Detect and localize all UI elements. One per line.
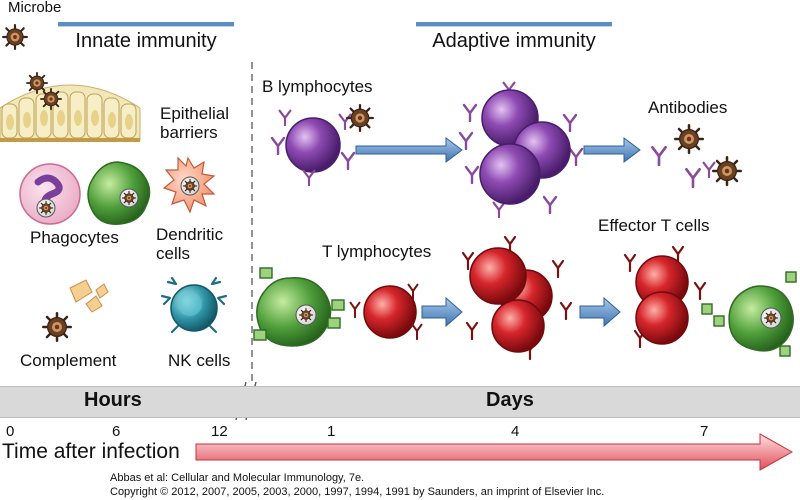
phagocytes-label: Phagocytes bbox=[30, 228, 119, 247]
t-lymphocyte-icon bbox=[349, 283, 423, 340]
microbe-icon bbox=[674, 124, 704, 154]
dendritic-cell-icon bbox=[162, 156, 216, 214]
microbe-icon bbox=[40, 88, 62, 110]
tick-label: 1 bbox=[327, 423, 336, 440]
t-lymphocytes-label: T lymphocytes bbox=[322, 242, 432, 261]
epithelial-barrier-icon bbox=[0, 84, 141, 142]
copyright-line: Copyright © 2012, 2007, 2005, 2003, 2000… bbox=[110, 486, 605, 498]
b-lymphocyte-icon bbox=[270, 109, 356, 186]
tick-label: 0 bbox=[6, 423, 15, 440]
effector-t-cells-icon bbox=[623, 245, 725, 348]
arrow-icon bbox=[579, 296, 621, 328]
microbe-icon bbox=[42, 312, 72, 342]
tick-label: 4 bbox=[511, 423, 520, 440]
neutrophil-icon bbox=[19, 163, 81, 225]
arrow-icon bbox=[355, 137, 463, 163]
effector-t-cells-label: Effector T cells bbox=[598, 216, 710, 235]
nk-cells-label: NK cells bbox=[168, 351, 231, 370]
citation-line: Abbas et al: Cellular and Molecular Immu… bbox=[110, 472, 365, 484]
days-label: Days bbox=[486, 389, 534, 411]
microbe-icon bbox=[26, 72, 48, 94]
antibodies-label: Antibodies bbox=[648, 98, 728, 117]
antibodies-icon bbox=[651, 145, 716, 188]
antigen-presenting-cell-icon bbox=[728, 271, 797, 357]
microbe-icon bbox=[346, 104, 374, 132]
microbe-icon bbox=[712, 156, 742, 186]
microbe-icon bbox=[2, 24, 28, 50]
hours-label: Hours bbox=[84, 389, 142, 411]
arrow-icon bbox=[583, 137, 641, 163]
complement-icon bbox=[69, 279, 109, 313]
complement-label: Complement bbox=[20, 351, 117, 370]
microbe-label: Microbe bbox=[8, 0, 62, 16]
time-arrow-icon bbox=[195, 433, 794, 471]
time-after-infection-label: Time after infection bbox=[2, 440, 180, 463]
timeline-bar: Hours Days bbox=[0, 386, 800, 418]
nk-cell-icon bbox=[160, 276, 228, 334]
tick-label: 7 bbox=[700, 423, 709, 440]
macrophage-icon bbox=[87, 161, 151, 225]
antigen-presenting-cell-icon bbox=[253, 267, 345, 347]
tick-label: 6 bbox=[112, 423, 121, 440]
plasma-cell-cluster-icon bbox=[458, 81, 584, 218]
b-lymphocytes-label: B lymphocytes bbox=[262, 77, 373, 96]
expanded-t-cells-icon bbox=[461, 235, 573, 360]
arrow-icon bbox=[421, 296, 463, 328]
tick-label: 12 bbox=[211, 423, 228, 440]
